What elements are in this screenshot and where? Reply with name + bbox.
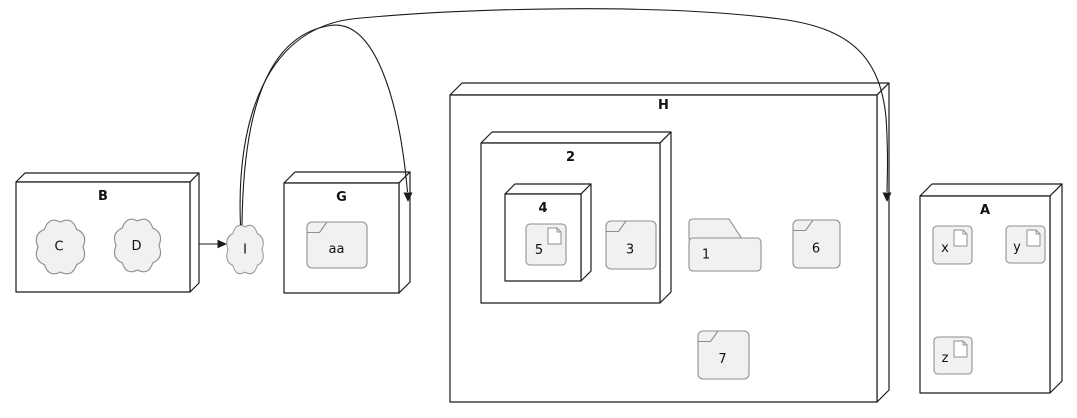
artifact-x-label: x — [941, 241, 949, 256]
cloud-D — [113, 218, 162, 273]
node-4-label: 4 — [538, 201, 547, 216]
page-icon — [953, 340, 968, 358]
cloud-C-label: C — [54, 240, 63, 255]
edge-I-H — [239, 8, 892, 226]
cloud-I-label: I — [243, 243, 247, 258]
card-6-label: 6 — [812, 242, 820, 257]
arrowhead-down — [882, 192, 892, 202]
card-7-label: 7 — [718, 352, 726, 367]
page-icon — [1026, 229, 1041, 247]
arrowhead-right — [217, 239, 227, 249]
cloud-C — [35, 219, 86, 275]
artifact-5-label: 5 — [535, 243, 543, 258]
edge-B-I — [199, 239, 227, 249]
card-3 — [605, 220, 657, 270]
folder-1 — [688, 218, 762, 272]
cloud-I — [226, 224, 264, 275]
node-A-label: A — [980, 203, 990, 218]
page-icon — [953, 229, 968, 247]
card-3-label: 3 — [626, 243, 634, 258]
artifact-y — [1005, 225, 1046, 264]
node-B-label: B — [98, 189, 108, 204]
node-2-label: 2 — [566, 150, 575, 165]
card-aa — [306, 221, 368, 269]
page-icon — [547, 227, 562, 245]
card-7 — [697, 330, 750, 380]
node-H-label: H — [658, 98, 669, 113]
folder-1-label: 1 — [702, 248, 710, 263]
edge-I-G — [241, 24, 413, 226]
arrowhead-down — [403, 192, 413, 202]
artifact-z — [933, 336, 973, 375]
node-G-label: G — [336, 190, 347, 205]
artifact-z-label: z — [942, 351, 949, 366]
artifact-5 — [525, 223, 567, 266]
cloud-D-label: D — [131, 239, 141, 254]
card-aa-label: aa — [329, 242, 345, 257]
artifact-x — [932, 225, 973, 265]
artifact-y-label: y — [1013, 240, 1021, 255]
card-6 — [792, 219, 841, 269]
